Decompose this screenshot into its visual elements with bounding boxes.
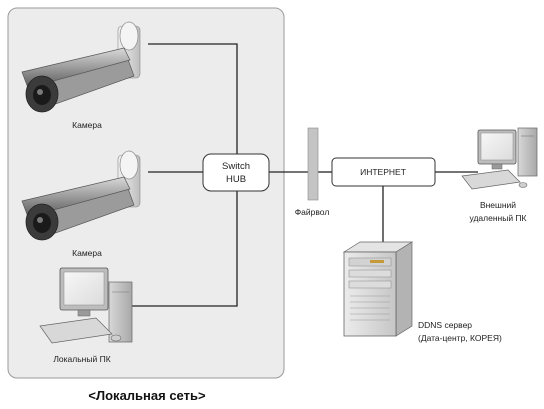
internet-box [331,157,436,187]
remote-pc-icon [461,127,538,190]
ddns-server-label-line2: (Дата-центр, КОРЕЯ) [418,333,502,343]
link-camera1-switch [148,43,238,154]
local-pc-label: Локальный ПК [53,354,110,364]
camera-2-label: Камера [72,248,102,258]
desktop-pc-icon [39,267,133,344]
firewall-label: Файрвол [295,207,330,217]
remote-pc-label-line1: Внешний [480,200,516,210]
switch-label-line2: HUB [226,174,246,185]
internet-label: ИНТЕРНЕТ [360,167,406,177]
server-icon [342,241,414,337]
ddns-server-label-line1: DDNS сервер [418,320,472,330]
camera-icon [21,21,141,113]
local-network-title: <Локальная сеть> [88,388,206,403]
switch-hub-box [202,153,270,192]
camera-1-label: Камера [72,120,102,130]
switch-label-line1: Switch [222,161,250,172]
link-pc-switch [128,191,238,307]
camera-icon [21,150,141,241]
firewall-bar [307,127,319,201]
connection-lines [128,43,478,307]
local-network-area [7,7,285,379]
remote-pc-label-line2: удаленный ПК [469,213,526,223]
